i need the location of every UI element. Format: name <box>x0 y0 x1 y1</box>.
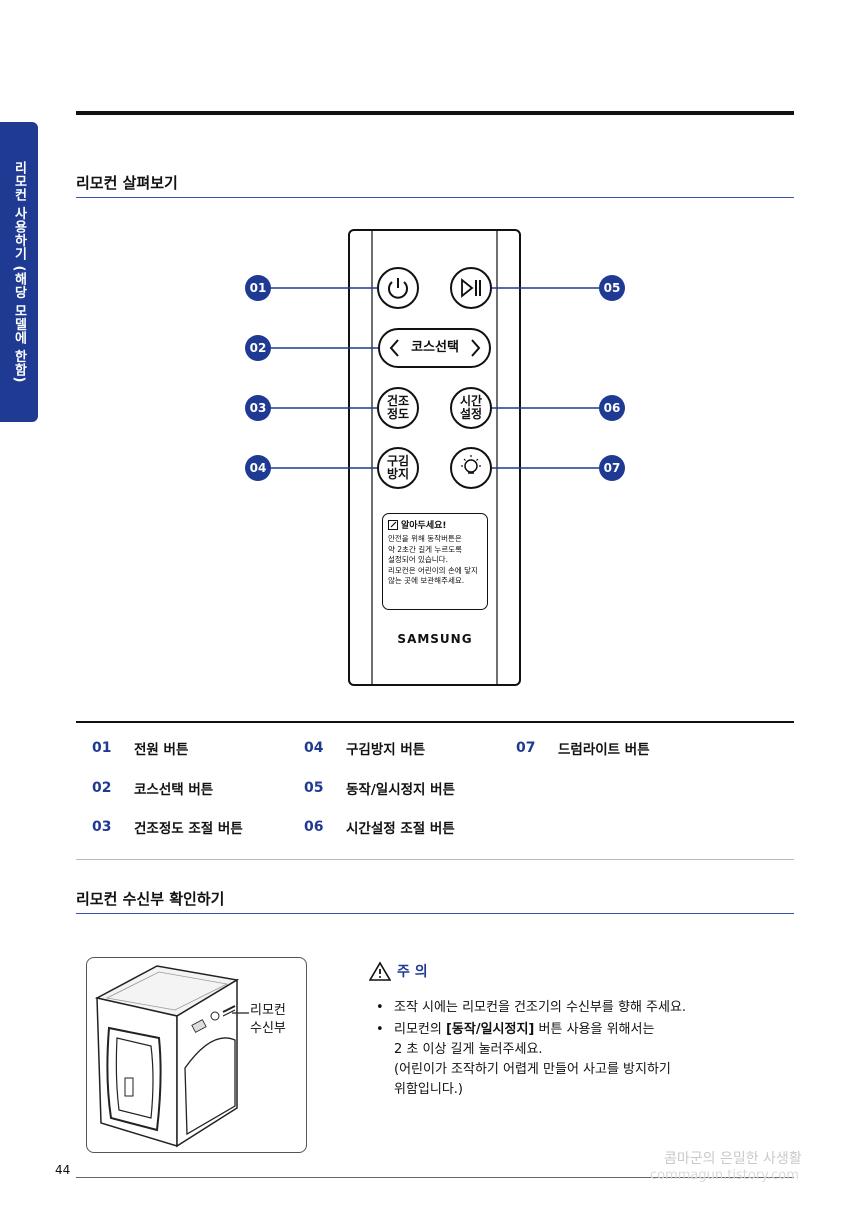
caution-item: •조작 시에는 리모컨을 건조기의 수신부를 향해 주세요. <box>376 1000 687 1015</box>
badge-01: 01 <box>245 275 271 301</box>
notice-line: 안전을 위해 동작버튼은 <box>388 534 462 543</box>
caution-list: •조작 시에는 리모컨을 건조기의 수신부를 향해 주세요. • 리모컨의 [동… <box>376 998 796 1102</box>
warning-triangle-icon <box>369 961 391 981</box>
dryer-illustration-box <box>86 957 307 1153</box>
watermark-url: commagun.tistory.com <box>650 1168 799 1183</box>
dry-level-button[interactable] <box>377 387 419 429</box>
side-chapter-label: 리모컨 사용하기 (해당 모델에 한함) <box>11 161 27 383</box>
side-chapter-tab: 리모컨 사용하기 (해당 모델에 한함) <box>0 122 38 422</box>
badge-03: 03 <box>245 395 271 421</box>
caution-header: 주 의 <box>369 961 428 981</box>
dryer-drawing <box>94 965 249 1148</box>
receiver-label: 리모컨 수신부 <box>250 1003 286 1036</box>
section-title-remote-overview: 리모컨 살펴보기 <box>76 174 178 192</box>
wrinkle-prevent-button[interactable] <box>377 447 419 489</box>
notice-title: 알아두세요! <box>401 521 447 531</box>
section-rule <box>76 197 794 198</box>
chevron-left-icon <box>389 339 399 357</box>
legend-top-rule <box>76 721 794 723</box>
section-rule <box>76 913 794 914</box>
dry-level-label: 건조 정도 <box>386 394 410 421</box>
legend-bottom-rule <box>76 859 794 860</box>
notice-line: 설정되어 있습니다. <box>388 555 448 564</box>
caution-title: 주 의 <box>397 964 428 980</box>
notice-line: 리모컨은 어린이의 손에 닿지 <box>388 565 478 575</box>
notice-line: 않는 곳에 보관해주세요. <box>388 576 465 585</box>
badge-04: 04 <box>245 455 271 481</box>
bottom-rule <box>76 1177 794 1178</box>
time-set-label: 시간 설정 <box>459 394 483 421</box>
notice-title-row: 알아두세요! <box>388 518 482 531</box>
top-rule <box>76 111 794 115</box>
notice-line: 약 2초간 길게 누르도록 <box>388 544 463 554</box>
start-pause-button[interactable] <box>450 267 492 309</box>
samsung-logo: SAMSUNG <box>397 632 473 646</box>
time-set-button[interactable] <box>450 387 492 429</box>
badge-06: 06 <box>599 395 625 421</box>
chevron-right-icon <box>471 339 481 357</box>
drum-light-button[interactable] <box>450 447 492 489</box>
power-button[interactable] <box>377 267 419 309</box>
section-title-receiver: 리모컨 수신부 확인하기 <box>76 890 225 908</box>
course-select-button[interactable] <box>378 328 491 368</box>
caution-item: • 리모컨의 [동작/일시정지] 버튼 사용을 위해서는 2 초 이상 길게 눌… <box>376 1022 671 1097</box>
watermark-title: 콤마군의 은밀한 사생활 <box>664 1151 802 1167</box>
remote-notice-box: 알아두세요! 안전을 위해 동작버튼은 약 2초간 길게 누르도록 설정되어 있… <box>382 513 488 610</box>
page-number: 44 <box>55 1163 71 1177</box>
badge-07: 07 <box>599 455 625 481</box>
memo-pencil-icon <box>388 519 398 530</box>
notice-body: 안전을 위해 동작버튼은 약 2초간 길게 누르도록 설정되어 있습니다. 리모… <box>388 534 482 587</box>
remote-illustration: 코스선택 건조 정도 시간 설정 구김 방지 01 02 03 04 05 06… <box>245 229 625 686</box>
badge-02: 02 <box>245 335 271 361</box>
wrinkle-prevent-label: 구김 방지 <box>386 454 410 481</box>
badge-05: 05 <box>599 275 625 301</box>
course-select-label: 코스선택 <box>411 340 459 355</box>
